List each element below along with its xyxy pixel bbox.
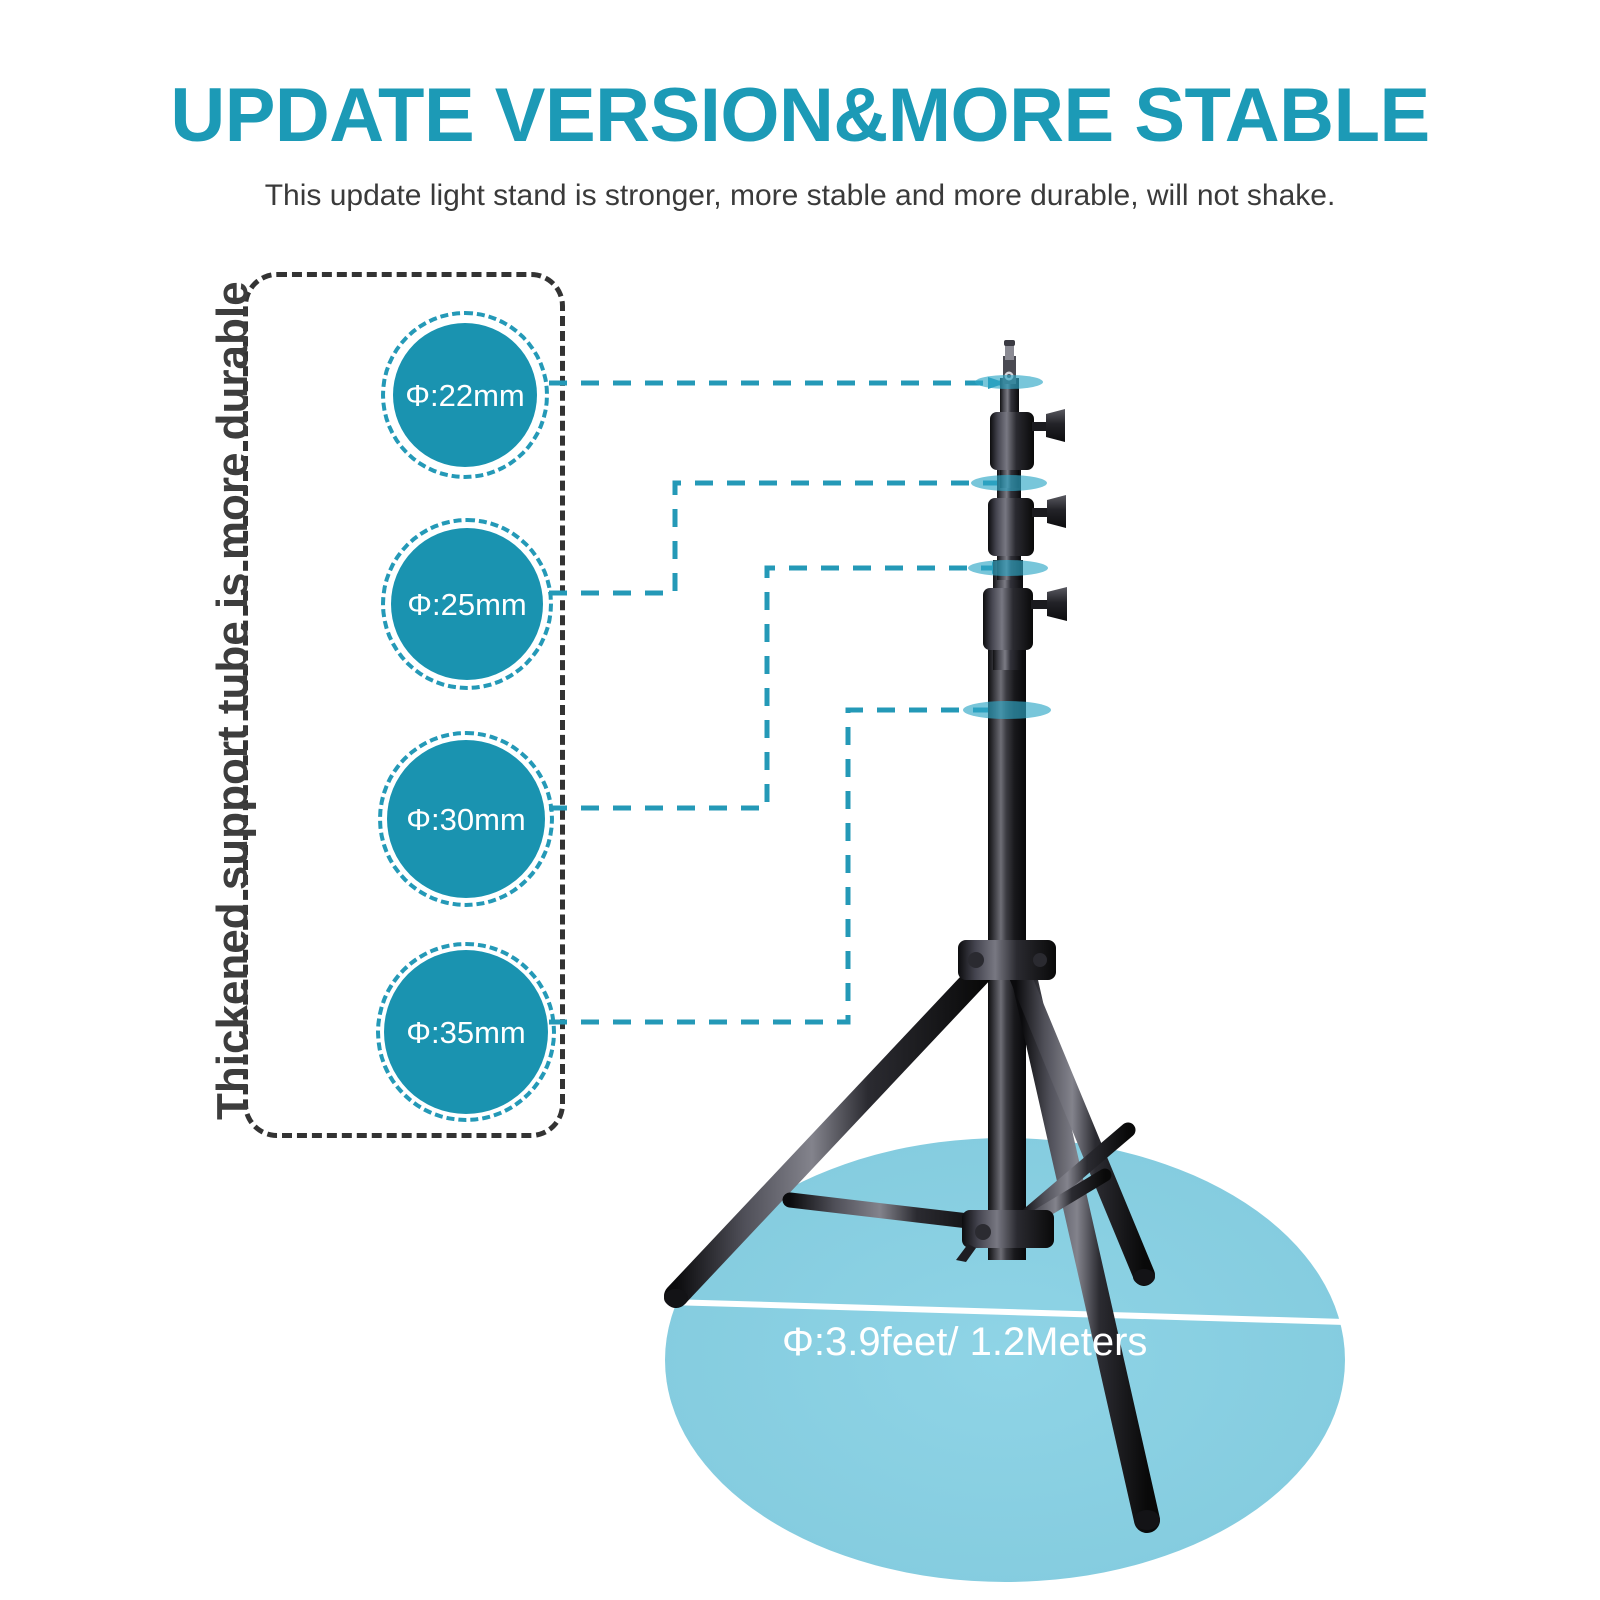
tube-spec-25mm: Φ:25mm [381,518,553,690]
tube-label-25mm: Φ:25mm [407,586,527,622]
tripod-leg-right-front [1009,955,1160,1533]
tube-spec-35mm: Φ:35mm [376,942,556,1122]
lock-knob-1 [1032,409,1065,442]
lock-collar-2 [988,498,1034,556]
connector-35mm [549,707,1012,1025]
spec-panel-border [243,272,565,1138]
tube-label-35mm: Φ:35mm [406,1014,526,1050]
lock-knob-3 [1031,587,1067,621]
lock-collar-3 [983,588,1033,650]
base-spread-ellipse [665,1138,1345,1582]
brace-right-front [1012,1122,1136,1230]
tripod-upper-hub [958,940,1056,980]
tube-dashed-ring-35mm [376,942,556,1122]
lock-knob-2 [1032,495,1066,528]
tripod-leg-right-back [1005,955,1155,1286]
tripod-feet [664,1269,1160,1530]
lock-collar-1 [990,412,1034,470]
tube-marker-ellipses [963,375,1051,719]
tube-spec-30mm: Φ:30mm [378,731,554,907]
tripod-lower-sleeve [956,1210,1054,1262]
brace-left [782,1192,1002,1232]
tube-label-22mm: Φ:22mm [405,377,525,413]
base-spread-label: Φ:3.9feet/ 1.2Meters [782,1320,1148,1364]
tube-circle-22mm: Φ:22mm [393,323,537,467]
connector-30mm [549,565,1004,811]
tube-spec-22mm: Φ:22mm [381,311,549,479]
page-title: UPDATE VERSION&MORE STABLE [170,73,1430,158]
tube-dashed-ring-30mm [378,731,554,907]
tube-section-35mm [988,648,1026,968]
page-subtitle: This update light stand is stronger, mor… [264,179,1336,212]
base-spread-measure-line [667,1299,1346,1325]
tube-dashed-ring-25mm [381,518,553,690]
tube-dashed-ring-22mm [381,311,549,479]
tube-circle-25mm: Φ:25mm [391,528,543,680]
tube-circle-30mm: Φ:30mm [387,740,545,898]
tube-label-30mm: Φ:30mm [406,801,526,837]
tube-circle-35mm: Φ:35mm [384,950,548,1114]
tripod-leg-left [664,956,997,1308]
tripod-legs [664,955,1160,1533]
